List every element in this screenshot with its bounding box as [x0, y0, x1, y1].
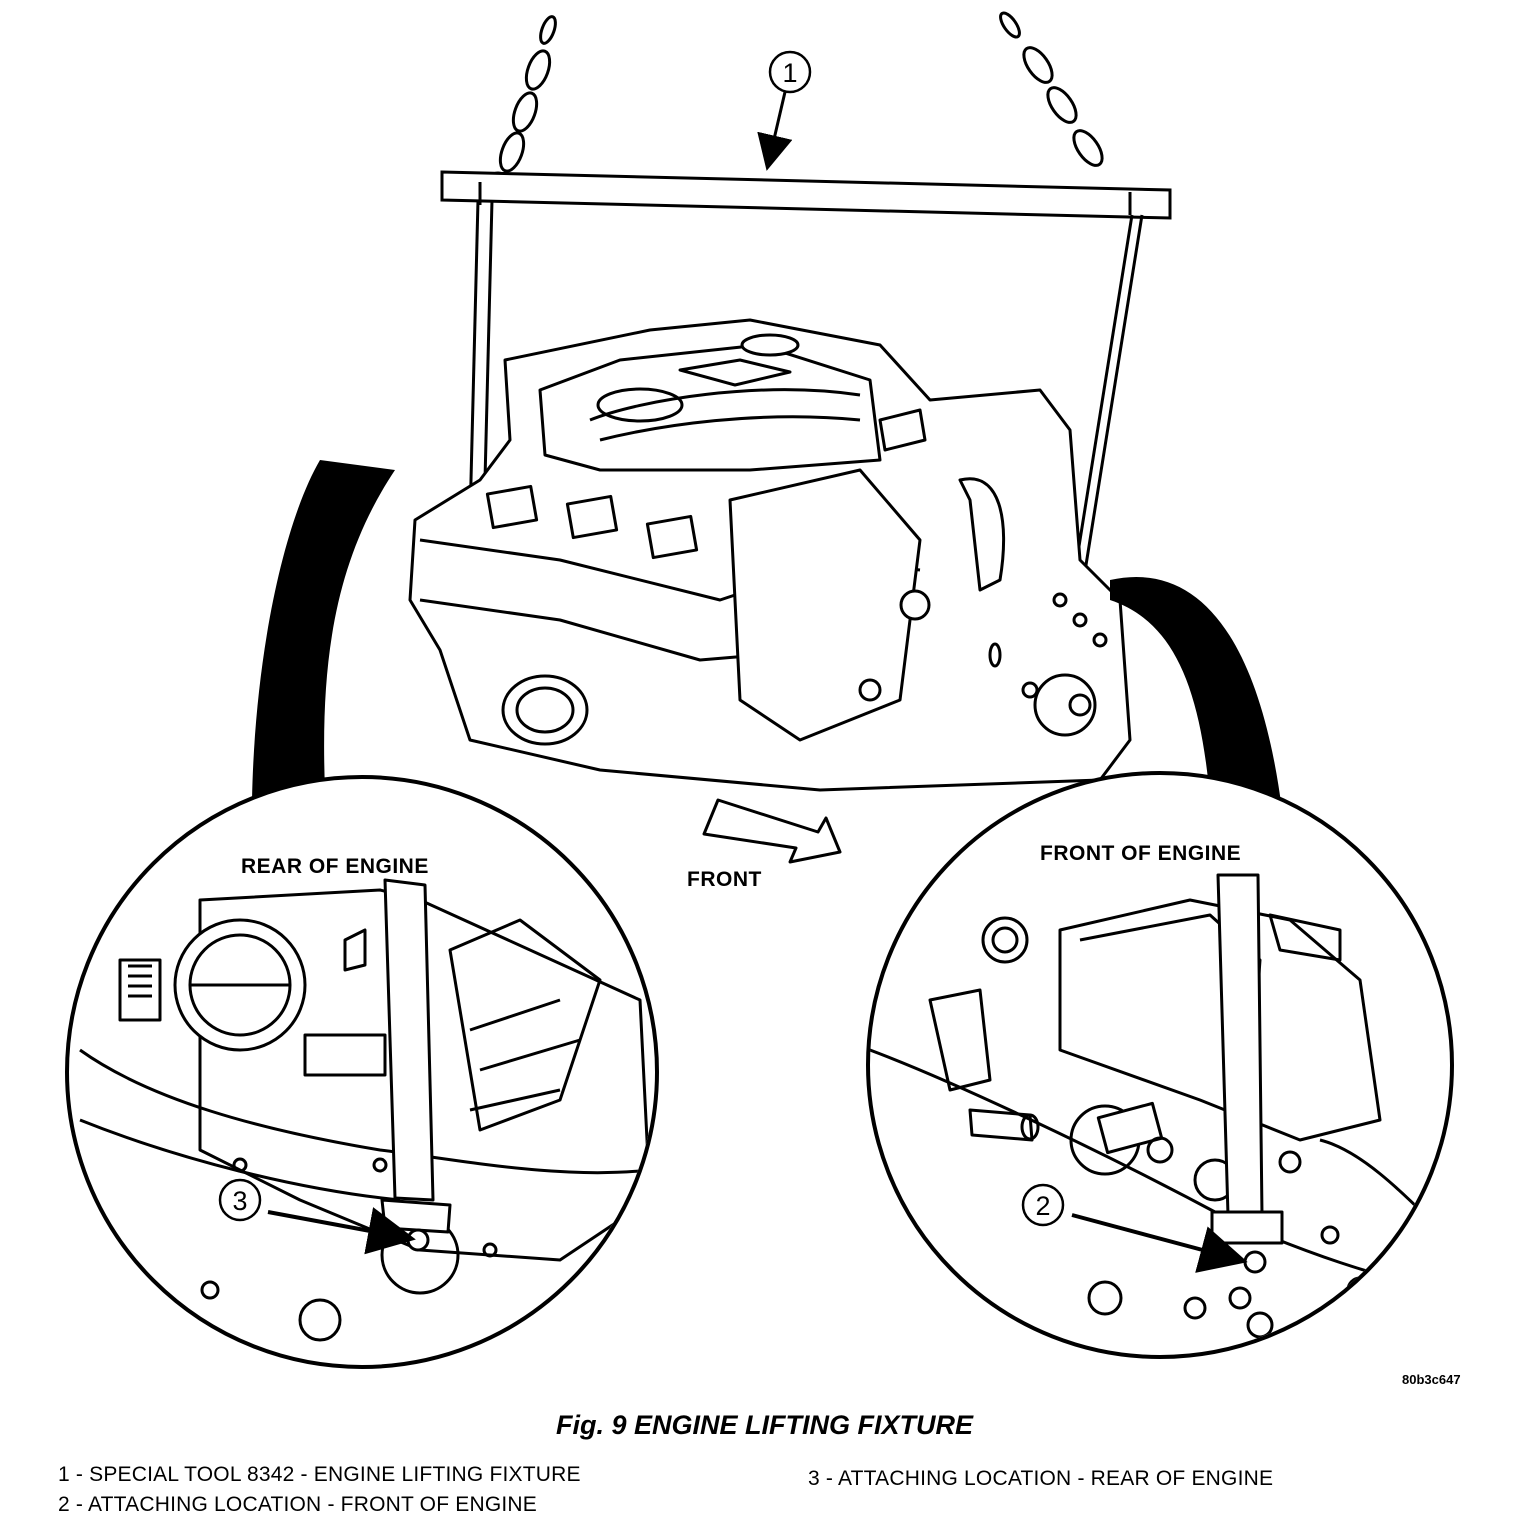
- front-detail-view: [866, 771, 1454, 1359]
- svg-text:1: 1: [782, 58, 797, 88]
- rear-detail-view: [65, 775, 659, 1369]
- front-of-engine-label: FRONT OF ENGINE: [1040, 842, 1242, 865]
- lifting-chain-right: [999, 11, 1124, 214]
- svg-text:2: 2: [1035, 1191, 1050, 1221]
- engine-illustration: [408, 318, 1132, 792]
- figure-title: Fig. 9 ENGINE LIFTING FIXTURE: [556, 1410, 974, 1440]
- svg-text:3: 3: [232, 1186, 247, 1216]
- figure-id: 80b3c647: [1402, 1372, 1461, 1387]
- detail-connector-bands: [252, 460, 1282, 810]
- callout-2: 2: [1021, 1183, 1065, 1227]
- callout-3: 3: [218, 1178, 262, 1222]
- front-direction-arrow-icon: [702, 798, 842, 864]
- lifting-fixture-bar: [440, 170, 1172, 591]
- lifting-chain-left: [486, 15, 557, 195]
- legend-item-1: 1 - SPECIAL TOOL 8342 - ENGINE LIFTING F…: [58, 1463, 581, 1486]
- legend-item-2: 2 - ATTACHING LOCATION - FRONT OF ENGINE: [58, 1493, 537, 1516]
- callout-1: 1: [757, 50, 812, 171]
- legend-item-3: 3 - ATTACHING LOCATION - REAR OF ENGINE: [808, 1467, 1274, 1490]
- rear-of-engine-label: REAR OF ENGINE: [241, 855, 429, 878]
- front-direction-label: FRONT: [687, 868, 762, 891]
